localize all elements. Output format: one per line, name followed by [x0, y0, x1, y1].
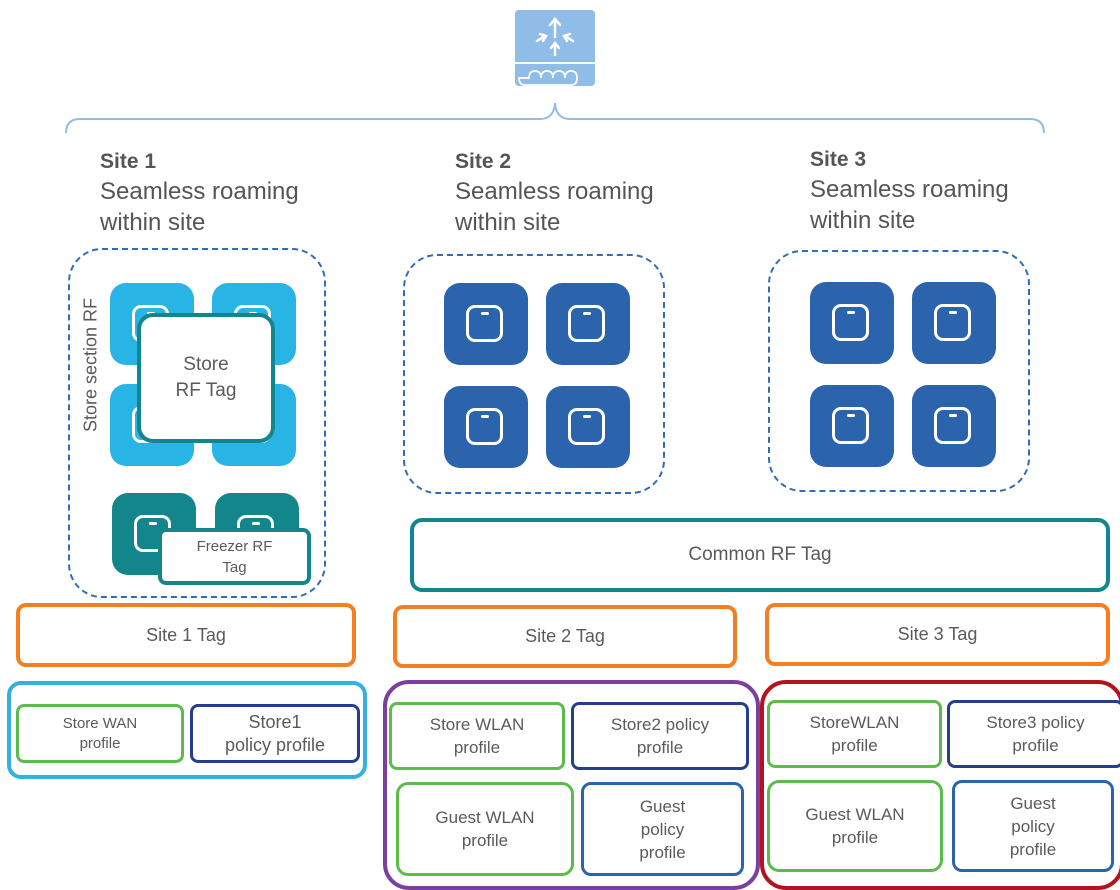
guest-policy-profile: Guest policy profile	[952, 780, 1114, 872]
site-2-heading: Site 2 Seamless roaming within site	[455, 148, 654, 238]
access-point-icon	[912, 282, 996, 364]
access-point-icon	[546, 283, 630, 365]
site-3-ap-region	[768, 250, 1030, 492]
site-3-heading: Site 3 Seamless roaming within site	[810, 146, 1009, 236]
freezer-rf-tag: Freezer RF Tag	[158, 528, 311, 585]
store1-policy-profile: Store1 policy profile	[190, 704, 360, 763]
site-group-brace	[65, 102, 1045, 134]
site-1-heading: Site 1 Seamless roaming within site	[100, 148, 299, 238]
site-1-profile-group	[7, 681, 367, 779]
store3-policy-profile: Store3 policy profile	[947, 700, 1120, 768]
access-point-icon	[810, 385, 894, 467]
store-wlan-profile: Store WLAN profile	[389, 702, 565, 770]
access-point-icon	[444, 386, 528, 468]
site-1-ap-region	[68, 248, 326, 598]
store-section-rf-label: Store section RF	[80, 297, 101, 433]
site-2-title: Site 2	[455, 150, 512, 173]
guest-policy-profile: Guest policy profile	[581, 782, 744, 876]
store2-policy-profile: Store2 policy profile	[571, 702, 749, 770]
site-1-tag: Site 1 Tag	[16, 603, 356, 667]
site-2-ap-region	[403, 254, 665, 494]
site-3-title: Site 3	[810, 148, 867, 171]
common-rf-tag: Common RF Tag	[410, 518, 1110, 592]
access-point-icon	[546, 386, 630, 468]
site-3-tag: Site 3 Tag	[765, 603, 1110, 666]
site-2-subtitle: Seamless roaming within site	[455, 178, 654, 236]
site-3-subtitle: Seamless roaming within site	[810, 176, 1009, 234]
access-point-icon	[810, 282, 894, 364]
site-2-tag: Site 2 Tag	[393, 605, 737, 668]
store-wlan-profile: StoreWLAN profile	[767, 700, 942, 768]
site-1-subtitle: Seamless roaming within site	[100, 178, 299, 236]
wireless-controller-icon	[515, 10, 595, 86]
guest-wlan-profile: Guest WLAN profile	[767, 780, 943, 872]
store-wan-profile: Store WAN profile	[16, 704, 184, 763]
access-point-icon	[444, 283, 528, 365]
guest-wlan-profile: Guest WLAN profile	[396, 782, 574, 876]
access-point-icon	[912, 385, 996, 467]
site-1-title: Site 1	[100, 150, 157, 173]
store-rf-tag: Store RF Tag	[137, 313, 275, 443]
